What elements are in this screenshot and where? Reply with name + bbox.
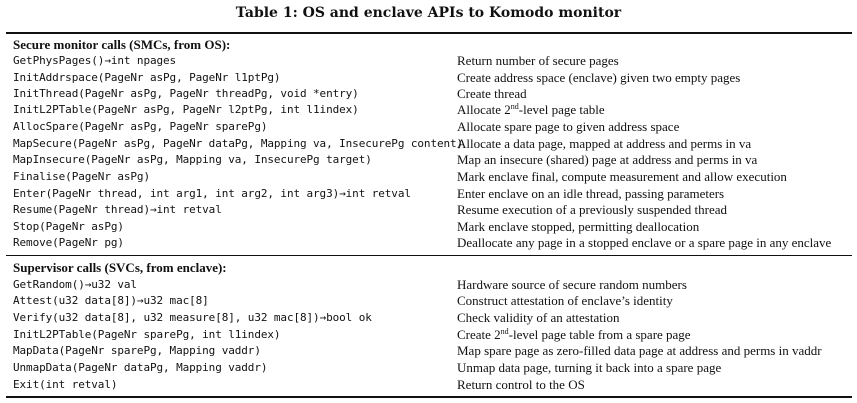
api-description: Mark enclave stopped, permitting dealloc… [457,219,700,234]
api-signature: UnmapData(PageNr dataPg, Mapping vaddr) [13,361,268,374]
api-signature: Attest(u32 data[8])→u32 mac[8] [13,294,209,307]
api-description: Create 2nd-level page table from a spare… [457,326,691,343]
svc-section-header: Supervisor calls (SVCs, from enclave): [13,260,227,275]
api-description: Allocate a data page, mapped at address … [457,136,752,151]
api-signature: MapData(PageNr sparePg, Mapping vaddr) [13,344,261,357]
api-signature: Remove(PageNr pg) [13,236,124,249]
api-signature: Verify(u32 data[8], u32 measure[8], u32 … [13,311,372,324]
api-description: Mark enclave final, compute measurement … [457,169,787,184]
table-row: UnmapData(PageNr dataPg, Mapping vaddr) … [0,359,857,376]
table-row: Resume(PageNr thread)→int retval Resume … [0,201,857,218]
api-signature: MapInsecure(PageNr asPg, Mapping va, Ins… [13,153,372,166]
api-description: Resume execution of a previously suspend… [457,202,728,217]
api-signature: Enter(PageNr thread, int arg1, int arg2,… [13,187,411,200]
api-description: Map spare page as zero-filled data page … [457,343,822,358]
api-signature: InitAddrspace(PageNr asPg, PageNr l1ptPg… [13,71,281,84]
api-description: Return number of secure pages [457,53,619,68]
api-description: Hardware source of secure random numbers [457,277,687,292]
table-row: Exit(int retval) Return control to the O… [0,376,857,393]
api-description: Deallocate any page in a stopped enclave… [457,235,832,250]
desc-text: -level page table from a spare page [508,327,691,342]
table-row: Finalise(PageNr asPg) Mark enclave final… [0,168,857,185]
table-row: AllocSpare(PageNr asPg, PageNr sparePg) … [0,118,857,135]
api-signature: GetRandom()→u32 val [13,278,137,291]
table-row: GetPhysPages()→int npages Return number … [0,52,857,69]
table-row: Attest(u32 data[8])→u32 mac[8] Construct… [0,292,857,309]
table-row: MapSecure(PageNr asPg, PageNr dataPg, Ma… [0,135,857,152]
api-signature: Exit(int retval) [13,378,118,391]
api-description: Enter enclave on an idle thread, passing… [457,186,725,201]
api-signature: Finalise(PageNr asPg) [13,170,150,183]
api-description: Allocate 2nd-level page table [457,101,605,118]
desc-text: Create 2 [457,327,501,342]
api-signature: InitL2PTable(PageNr sparePg, int l1index… [13,328,281,341]
table-row: MapData(PageNr sparePg, Mapping vaddr) M… [0,342,857,359]
api-signature: Resume(PageNr thread)→int retval [13,203,222,216]
api-signature: MapSecure(PageNr asPg, PageNr dataPg, Ma… [13,137,464,150]
desc-superscript: nd [500,327,509,336]
table-row: InitL2PTable(PageNr asPg, PageNr l2ptPg,… [0,101,857,118]
section-divider [6,255,852,256]
bottom-rule [6,396,852,398]
table-row: Enter(PageNr thread, int arg1, int arg2,… [0,185,857,202]
table-row: InitThread(PageNr asPg, PageNr threadPg,… [0,85,857,102]
desc-text: -level page table [518,102,605,117]
api-description: Create address space (enclave) given two… [457,70,741,85]
api-description: Return control to the OS [457,377,585,392]
table-row: Verify(u32 data[8], u32 measure[8], u32 … [0,309,857,326]
desc-text: Allocate 2 [457,102,511,117]
table-row: GetRandom()→u32 val Hardware source of s… [0,276,857,293]
table-row: InitAddrspace(PageNr asPg, PageNr l1ptPg… [0,69,857,86]
top-rule [6,32,852,34]
table-caption: Table 1: OS and enclave APIs to Komodo m… [235,5,622,21]
api-signature: InitThread(PageNr asPg, PageNr threadPg,… [13,87,359,100]
api-description: Map an insecure (shared) page at address… [457,152,758,167]
api-description: Check validity of an attestation [457,310,620,325]
table-row: Stop(PageNr asPg) Mark enclave stopped, … [0,218,857,235]
api-description: Create thread [457,86,527,101]
table-row: Remove(PageNr pg) Deallocate any page in… [0,234,857,251]
api-signature: InitL2PTable(PageNr asPg, PageNr l2ptPg,… [13,103,359,116]
api-signature: AllocSpare(PageNr asPg, PageNr sparePg) [13,120,268,133]
smc-section-header: Secure monitor calls (SMCs, from OS): [13,37,231,52]
api-description: Allocate spare page to given address spa… [457,119,680,134]
api-signature: GetPhysPages()→int npages [13,54,177,67]
table-row: MapInsecure(PageNr asPg, Mapping va, Ins… [0,151,857,168]
api-description: Construct attestation of enclave’s ident… [457,293,673,308]
table-row: InitL2PTable(PageNr sparePg, int l1index… [0,326,857,343]
api-description: Unmap data page, turning it back into a … [457,360,722,375]
api-signature: Stop(PageNr asPg) [13,220,124,233]
desc-superscript: nd [510,102,519,111]
